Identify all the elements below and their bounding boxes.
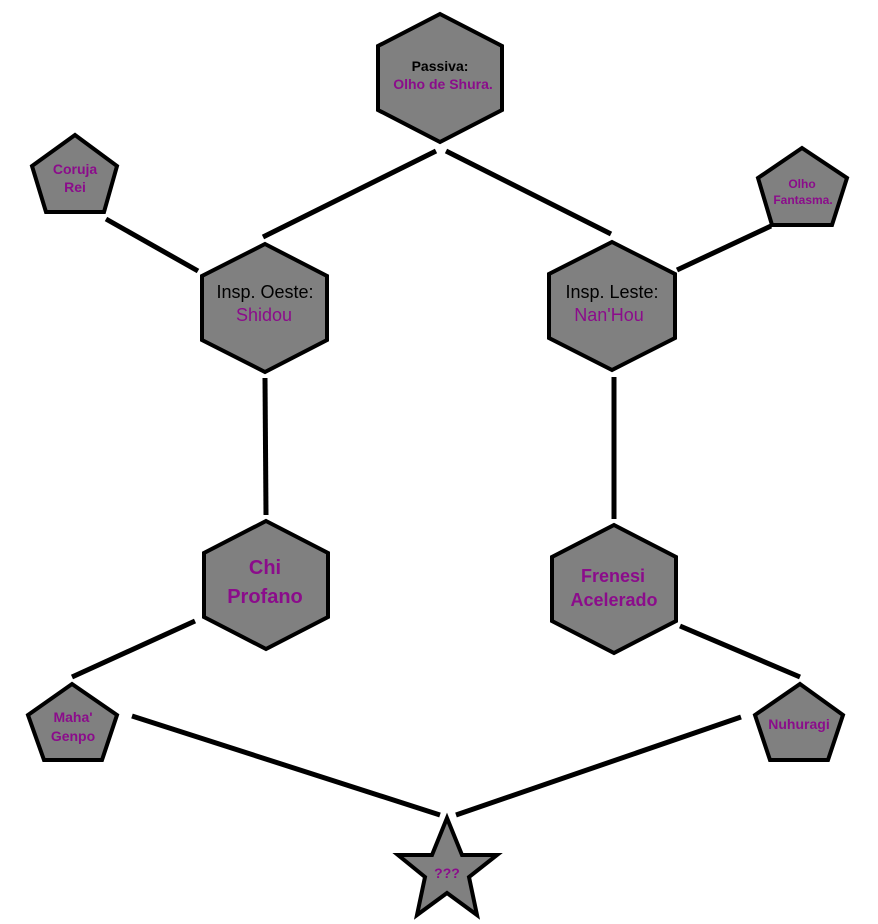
node-label-line1: Coruja xyxy=(53,161,98,177)
pentagon-shape xyxy=(752,681,846,762)
pentagon-shape xyxy=(25,681,120,762)
node-final[interactable]: ??? xyxy=(392,812,503,920)
hexagon-shape xyxy=(550,522,678,656)
node-nuhuragi[interactable]: Nuhuragi xyxy=(752,681,846,762)
edge-insp-oeste-chi-profano xyxy=(262,377,269,516)
node-heading: Insp. Leste: xyxy=(565,282,658,302)
hexagon-shape xyxy=(376,11,504,145)
node-name: Nan'Hou xyxy=(574,305,643,325)
node-label-line1: ??? xyxy=(434,865,460,881)
node-insp-leste[interactable]: Insp. Leste: Nan'Hou xyxy=(547,239,677,373)
hexagon-shape xyxy=(547,239,677,373)
node-frenesi-acelerado[interactable]: Frenesi Acelerado xyxy=(550,522,678,656)
node-label-line2: Genpo xyxy=(51,728,95,744)
node-name: Shidou xyxy=(236,305,292,325)
node-chi-profano[interactable]: Chi Profano xyxy=(202,518,330,652)
node-label-line2: Rei xyxy=(64,179,86,195)
node-label-line1: Chi xyxy=(249,557,281,579)
node-heading: Insp. Oeste: xyxy=(216,282,313,302)
node-label-line1: Frenesi xyxy=(581,566,645,586)
edge-passiva-insp-leste xyxy=(444,148,613,237)
node-name: Olho de Shura. xyxy=(393,76,493,92)
edge-chi-profano-maha-genpo xyxy=(70,618,197,680)
node-coruja-rei[interactable]: Coruja Rei xyxy=(29,132,120,214)
star-shape xyxy=(392,812,503,920)
edge-frenesi-acelerado-nuhuragi xyxy=(679,623,801,680)
connectors xyxy=(70,148,801,818)
pentagon-shape xyxy=(29,132,120,214)
node-label-line1: Nuhuragi xyxy=(768,716,829,732)
edge-coruja-rei-insp-oeste xyxy=(104,216,200,274)
node-maha-genpo[interactable]: Maha' Genpo xyxy=(25,681,120,762)
node-label-line2: Fantasma. xyxy=(773,193,832,207)
edge-olho-fantasma-insp-leste xyxy=(675,223,773,273)
edge-passiva-insp-oeste xyxy=(261,148,438,240)
edge-maha-genpo-final xyxy=(131,713,441,818)
pentagon-shape xyxy=(755,145,850,227)
node-olho-fantasma[interactable]: Olho Fantasma. xyxy=(755,145,850,227)
node-label-line2: Acelerado xyxy=(570,590,657,610)
node-label-line1: Maha' xyxy=(53,709,92,725)
hexagon-shape xyxy=(202,518,330,652)
node-passiva[interactable]: Passiva: Olho de Shura. xyxy=(376,11,504,145)
node-label-line1: Olho xyxy=(788,177,815,191)
node-insp-oeste[interactable]: Insp. Oeste: Shidou xyxy=(200,241,329,375)
edge-nuhuragi-final xyxy=(455,714,742,818)
node-heading: Passiva: xyxy=(412,58,469,74)
node-label-line2: Profano xyxy=(227,586,303,608)
hexagon-shape xyxy=(200,241,329,375)
